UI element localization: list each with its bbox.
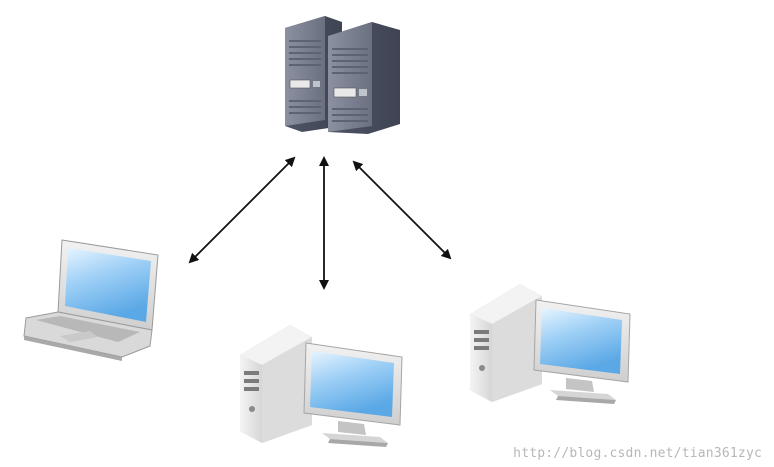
arrow-server-desktop-right: [352, 160, 452, 260]
watermark-url: http://blog.csdn.net/tian361zyc: [513, 446, 762, 461]
desktop-computer-icon: [240, 325, 403, 447]
server-rack-icon: [285, 16, 400, 134]
desktop-computer-icon-right: [470, 284, 631, 404]
arrow-server-laptop: [188, 156, 296, 264]
connection-arrows: [188, 156, 452, 290]
laptop-icon: [23, 239, 159, 361]
